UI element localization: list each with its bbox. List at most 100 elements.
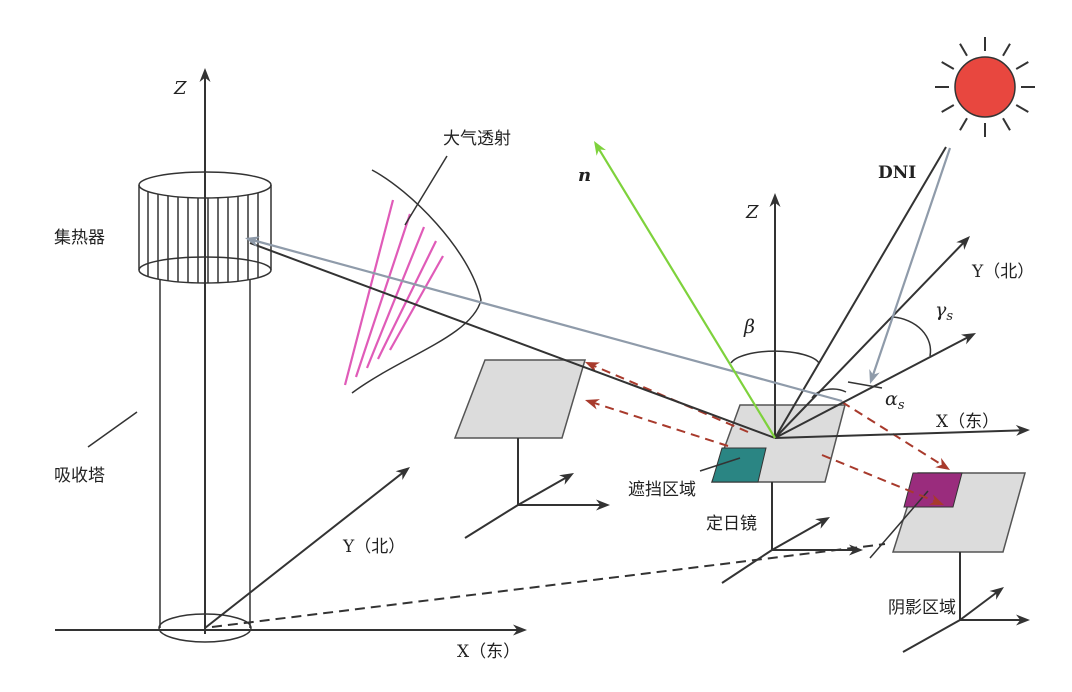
gamma-angle-arc [892,316,932,357]
collector [138,171,272,284]
sun-ray [941,61,955,70]
sun-ray [959,117,968,131]
heliostat-label: 定日镜 [706,514,757,534]
shadow-region-pointer [869,490,929,559]
beta-angle-label: β [743,316,755,338]
sun-icon [935,37,1035,137]
shadow-ray-upper [841,401,944,467]
main-heliostat-base-line [721,549,773,584]
tower-base-ellipse [158,613,252,643]
shadow-region [903,472,963,508]
atmosphere-pink-line [377,240,437,360]
sun-ray [959,43,968,57]
blocking-ray-lower [592,401,729,447]
tower-label: 吸收塔 [54,466,105,486]
left-heliostat-y-axis-arrowhead [559,473,574,485]
alpha-angle-label: αs [885,388,905,413]
tower-z-axis-label: Z [173,78,187,99]
atmosphere-pink-line [343,199,395,386]
gamma-symbol: γ [935,299,947,321]
heliostat-y-axis-label: Y（北） [971,262,1034,282]
blocking-region-pointer [699,457,741,472]
left-heliostat [453,359,610,539]
sun-ray [941,104,955,113]
reflected-ray-line [249,242,776,439]
left-heliostat-base-line [464,504,519,539]
heliostat-z-axis-arrowhead [769,193,781,207]
heliostat-x-axis-arrowhead [1015,424,1030,436]
collector-bottom-ellipse [138,256,272,284]
incident-sun-ray [871,147,952,377]
beta-angle-arc [730,350,820,364]
blocking-ray-lower-arrowhead [585,399,600,410]
normal-vector-label: n [578,165,591,186]
reflected-ray-to-receiver [252,239,843,403]
tower-y-axis-arrowhead [395,467,410,480]
shadow-region-label: 阴影区域 [888,598,956,618]
right-heliostat [869,472,1030,653]
heliostat-z-axis-label: Z [745,202,759,223]
normal-vector-arrowhead [594,141,606,156]
labels: Z 集热器 大气透射 n DNI Z Y（北） γs β αs X（东） 吸收塔… [54,78,1034,662]
absorber-tower [87,280,252,643]
shadow-ray-lower-arrowhead [929,494,944,505]
atmosphere-pink-line [389,255,444,351]
main-heliostat-base-y-axis [771,520,824,551]
heliostat-y-axis [774,241,965,439]
alpha-subscript: s [898,398,905,413]
main-heliostat-base-x-axis-arrowhead [849,544,863,556]
right-heliostat-x-axis-arrowhead [1016,614,1030,626]
gamma-subscript: s [946,309,953,324]
atmospheric-transmission [343,155,482,394]
heliostat-x-axis [774,429,1022,439]
sun-disc [954,56,1016,118]
alpha-angle-pointer [847,381,883,389]
sun-azimuth-direction [774,336,970,439]
blocking-region-label: 遮挡区域 [628,480,696,500]
tower-z-axis-arrowhead [199,68,211,82]
rays [245,141,952,439]
atmosphere-label: 大气透射 [443,129,511,149]
main-heliostat [699,404,863,584]
normal-vector [597,147,776,439]
heliostat-x-axis-label: X（东） [936,412,999,432]
tower-to-heliostat-dashed-line [211,543,886,628]
tower-label-pointer [87,411,138,448]
right-heliostat-y-axis [959,591,998,621]
alpha-angle-arc [811,388,847,399]
atmosphere-attenuation-curve [351,169,482,394]
blocking-region [711,447,767,483]
tower-y-axis-label: Y（北） [342,537,405,557]
atmosphere-pink-line [354,213,412,378]
blocking-ray-upper [592,364,749,433]
sun-ray [1002,43,1011,57]
heliostat-y-axis-arrowhead [956,236,970,250]
blocking-shadow-rays [585,362,950,505]
sun-ray [1002,117,1011,131]
tower-x-axis-arrowhead [513,624,527,636]
tower-axes [55,68,886,636]
shadow-ray-upper-arrowhead [935,457,950,470]
sun-rays [935,37,1035,137]
tower-y-axis [204,471,405,629]
collector-grid [147,191,259,283]
incident-sun-ray-arrowhead [869,369,880,384]
left-heliostat-x-axis-arrowhead [596,499,610,511]
collector-label: 集热器 [54,228,105,248]
sun-ray [1015,104,1029,113]
sun-azimuth-direction-arrowhead [961,333,976,345]
dni-label: DNI [878,163,916,183]
shadow-ray-lower [821,454,937,503]
right-heliostat-base-line [902,619,961,653]
blocking-ray-upper-arrowhead [585,362,600,373]
left-heliostat-mirror [453,359,587,439]
right-heliostat-y-axis-arrowhead [989,587,1004,600]
alpha-symbol: α [885,388,898,410]
reflected-ray-to-receiver-arrowhead [245,236,260,247]
tower-x-axis-label: X（东） [457,642,520,662]
left-heliostat-y-axis [517,476,568,506]
gamma-angle-label: γs [935,299,953,324]
sun-ray [1015,61,1029,70]
